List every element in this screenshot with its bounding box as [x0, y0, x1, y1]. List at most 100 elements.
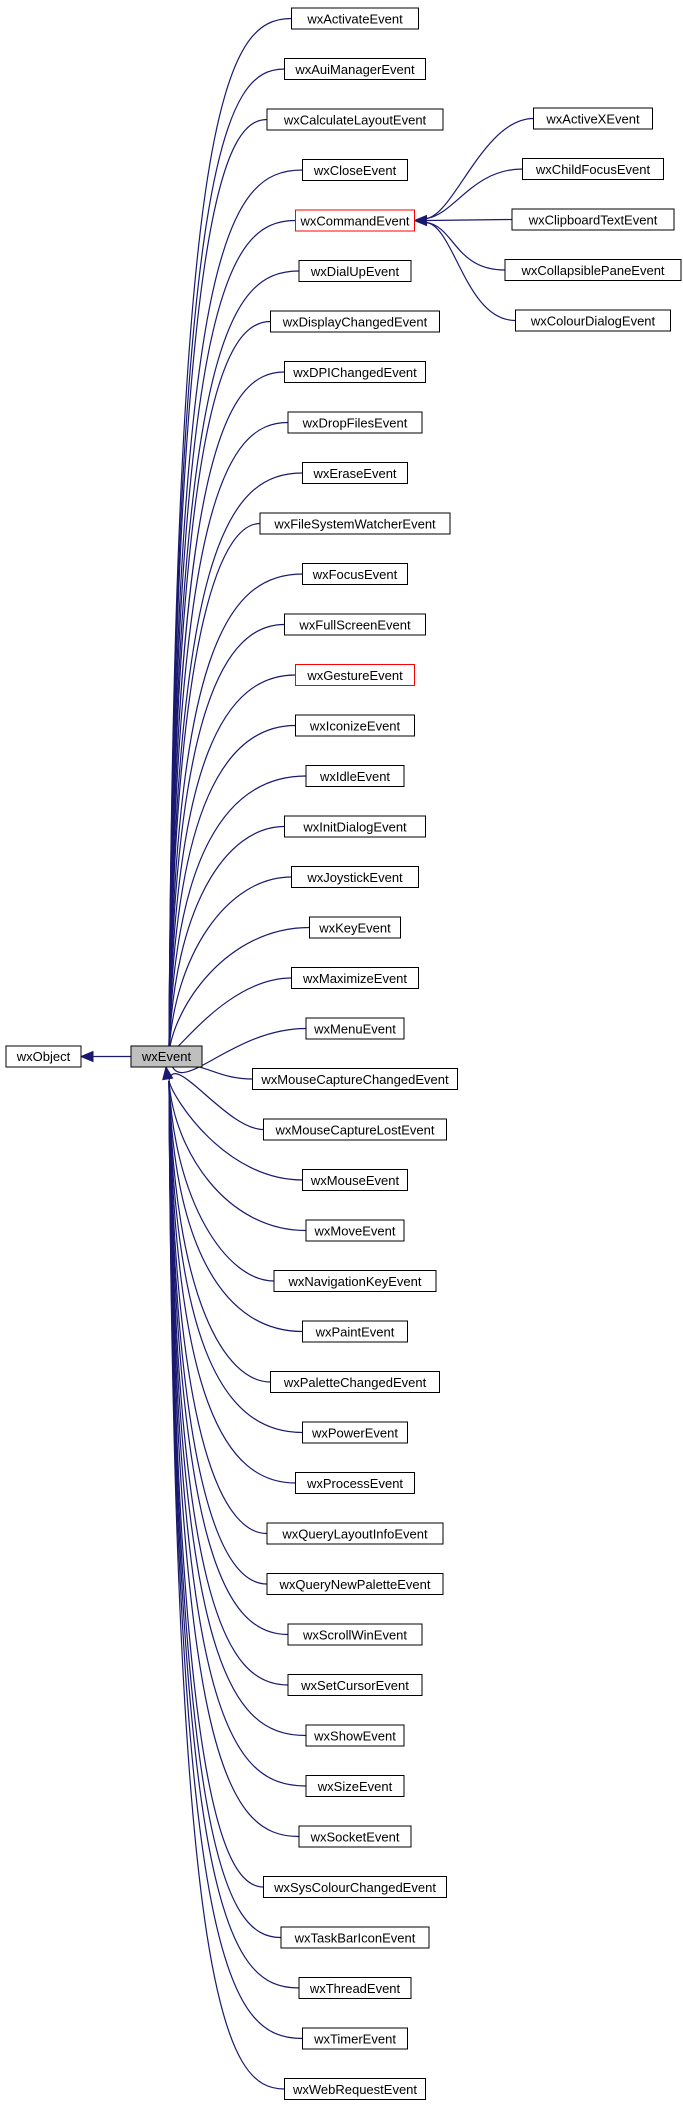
edge-wxquerylayoutinfoevent-to-wxevent — [168, 1080, 268, 1535]
edge-wxpalettechangedevent-to-wxevent — [168, 1080, 271, 1383]
node-wxprocessevent[interactable]: wxProcessEvent — [295, 1472, 415, 1494]
node-wxdropfilesevent[interactable]: wxDropFilesEvent — [287, 411, 423, 434]
node-box — [522, 158, 664, 180]
node-wxmousecapturelostevent[interactable]: wxMouseCaptureLostEvent — [263, 1118, 447, 1141]
node-wxjoystickevent[interactable]: wxJoystickEvent — [291, 866, 419, 888]
node-wxdisplaychangedevent[interactable]: wxDisplayChangedEvent — [270, 310, 440, 333]
edge-wxidleevent-to-wxevent — [168, 775, 307, 1054]
node-wxnavigationkeyevent[interactable]: wxNavigationKeyEvent — [273, 1270, 437, 1292]
node-label: wxFullScreenEvent — [298, 618, 411, 633]
node-label: wxFocusEvent — [312, 567, 398, 582]
node-wxsizeevent[interactable]: wxSizeEvent — [305, 1775, 405, 1797]
node-box — [305, 765, 405, 787]
node-box — [309, 916, 401, 939]
node-wxclipboardtextevent[interactable]: wxClipboardTextEvent — [511, 208, 675, 231]
node-wxcloseevent[interactable]: wxCloseEvent — [302, 159, 408, 181]
node-box — [266, 108, 444, 131]
edge-wxmoveevent-to-wxevent — [168, 1080, 307, 1232]
node-wxquerylayoutinfoevent[interactable]: wxQueryLayoutInfoEvent — [266, 1522, 444, 1545]
node-wxmaximizeevent[interactable]: wxMaximizeEvent — [291, 967, 419, 989]
node-wxmousecapturechangedevent[interactable]: wxMouseCaptureChangedEvent — [252, 1068, 458, 1090]
node-wxchildfocusevent[interactable]: wxChildFocusEvent — [522, 158, 664, 180]
node-box — [298, 1825, 412, 1848]
node-wxidleevent[interactable]: wxIdleEvent — [305, 765, 405, 787]
node-wxdialupevent[interactable]: wxDialUpEvent — [298, 260, 412, 282]
node-wxshowevent[interactable]: wxShowEvent — [305, 1724, 405, 1747]
node-box — [284, 613, 426, 636]
node-wxcollapsiblepaneevent[interactable]: wxCollapsiblePaneEvent — [504, 259, 682, 281]
node-wxactivexevent[interactable]: wxActiveXEvent — [533, 107, 653, 130]
node-wxauimanagerevent[interactable]: wxAuiManagerEvent — [284, 58, 426, 80]
edge-wxpaintevent-to-wxevent — [168, 1080, 303, 1333]
node-label: wxThreadEvent — [309, 1981, 401, 1996]
edge-wxdisplaychangedevent-to-wxevent — [168, 320, 271, 1054]
node-box — [280, 1926, 430, 1949]
node-wxwebrequestevent[interactable]: wxWebRequestEvent — [284, 2078, 426, 2100]
node-wxcommandevent[interactable]: wxCommandEvent — [295, 209, 415, 232]
node-box — [295, 664, 415, 686]
node-wxgestureevent[interactable]: wxGestureEvent — [295, 664, 415, 686]
node-label: wxDisplayChangedEvent — [282, 315, 428, 330]
node-box — [295, 209, 415, 232]
node-wxobject[interactable]: wxObject — [5, 1045, 82, 1068]
svg-text:wxObject: wxObject — [16, 1049, 71, 1064]
node-wxevent[interactable]: wxEvent — [130, 1045, 203, 1068]
node-label: wxDropFilesEvent — [302, 416, 408, 431]
node-wxcolourdialogevent[interactable]: wxColourDialogEvent — [515, 309, 671, 332]
node-wxactivateevent[interactable]: wxActivateEvent — [291, 7, 419, 30]
node-wxthreadevent[interactable]: wxThreadEvent — [298, 1977, 412, 1999]
node-wxmoveevent[interactable]: wxMoveEvent — [305, 1219, 405, 1242]
node-wxfullscreenevent[interactable]: wxFullScreenEvent — [284, 613, 426, 636]
class-nodes: wxObject wxEvent wxActivateEvent wxAuiMan… — [5, 7, 682, 2100]
node-label: wxMouseEvent — [310, 1173, 400, 1188]
node-wxscrollwinevent[interactable]: wxScrollWinEvent — [287, 1623, 423, 1646]
edge-wxscrollwinevent-to-wxevent — [168, 1080, 289, 1636]
node-wxinitdialogevent[interactable]: wxInitDialogEvent — [284, 815, 426, 838]
node-wxeraseevent[interactable]: wxEraseEvent — [302, 462, 408, 484]
node-label: wxSetCursorEvent — [300, 1678, 409, 1693]
node-label: wxMenuEvent — [313, 1022, 396, 1037]
node-box — [511, 208, 675, 231]
edge-wxclipboardtextevent-to-wxcommandevent — [426, 218, 513, 222]
node-box — [263, 1876, 447, 1898]
node-wxmouseevent[interactable]: wxMouseEvent — [302, 1169, 408, 1191]
node-box — [305, 1775, 405, 1797]
node-wxfocusevent[interactable]: wxFocusEvent — [302, 563, 408, 585]
node-label: wxActivateEvent — [306, 12, 403, 27]
edge-wxmenuevent-to-wxevent — [168, 1027, 307, 1074]
node-label: wxGestureEvent — [306, 668, 403, 683]
node-label: wxQueryNewPaletteEvent — [278, 1577, 430, 1592]
node-wxsocketevent[interactable]: wxSocketEvent — [298, 1825, 412, 1848]
node-box — [305, 1219, 405, 1242]
edge-wxnavigationkeyevent-to-wxevent — [168, 1080, 275, 1282]
node-wxpaintevent[interactable]: wxPaintEvent — [302, 1320, 408, 1343]
node-wxsyscolourchangedevent[interactable]: wxSysColourChangedEvent — [263, 1876, 447, 1898]
node-wxpalettechangedevent[interactable]: wxPaletteChangedEvent — [270, 1371, 440, 1393]
edge-wxchildfocusevent-to-wxcommandevent — [426, 168, 523, 220]
node-wxkeyevent[interactable]: wxKeyEvent — [309, 916, 401, 939]
node-box — [284, 58, 426, 80]
node-label: wxPaintEvent — [315, 1325, 395, 1340]
node-wxcalculatelayoutevent[interactable]: wxCalculateLayoutEvent — [266, 108, 444, 131]
node-label: wxColourDialogEvent — [530, 314, 656, 329]
edge-wxjoystickevent-to-wxevent — [168, 876, 292, 1054]
edge-wxcloseevent-to-wxevent — [168, 169, 303, 1054]
edge-wxmaximizeevent-to-wxevent — [168, 977, 292, 1054]
node-wxdpichangedevent[interactable]: wxDPIChangedEvent — [284, 361, 426, 383]
node-box — [263, 1118, 447, 1141]
node-box — [259, 512, 451, 535]
node-label: wxMoveEvent — [314, 1224, 396, 1239]
node-wxiconizeevent[interactable]: wxIconizeEvent — [295, 714, 415, 737]
node-wxquerynewpaletteevent[interactable]: wxQueryNewPaletteEvent — [266, 1573, 444, 1595]
node-label: wxDialUpEvent — [310, 264, 400, 279]
node-wxsetcursorevent[interactable]: wxSetCursorEvent — [287, 1674, 423, 1696]
node-wxfilesystemwatcherevent[interactable]: wxFileSystemWatcherEvent — [259, 512, 451, 535]
node-wxtimerevent[interactable]: wxTimerEvent — [302, 2027, 408, 2050]
node-box — [284, 361, 426, 383]
node-wxmenuevent[interactable]: wxMenuEvent — [305, 1017, 405, 1040]
node-box — [266, 1522, 444, 1545]
node-wxpowerevent[interactable]: wxPowerEvent — [302, 1421, 408, 1444]
node-wxtaskbariconevent[interactable]: wxTaskBarIconEvent — [280, 1926, 430, 1949]
node-label: wxCommandEvent — [299, 214, 409, 229]
